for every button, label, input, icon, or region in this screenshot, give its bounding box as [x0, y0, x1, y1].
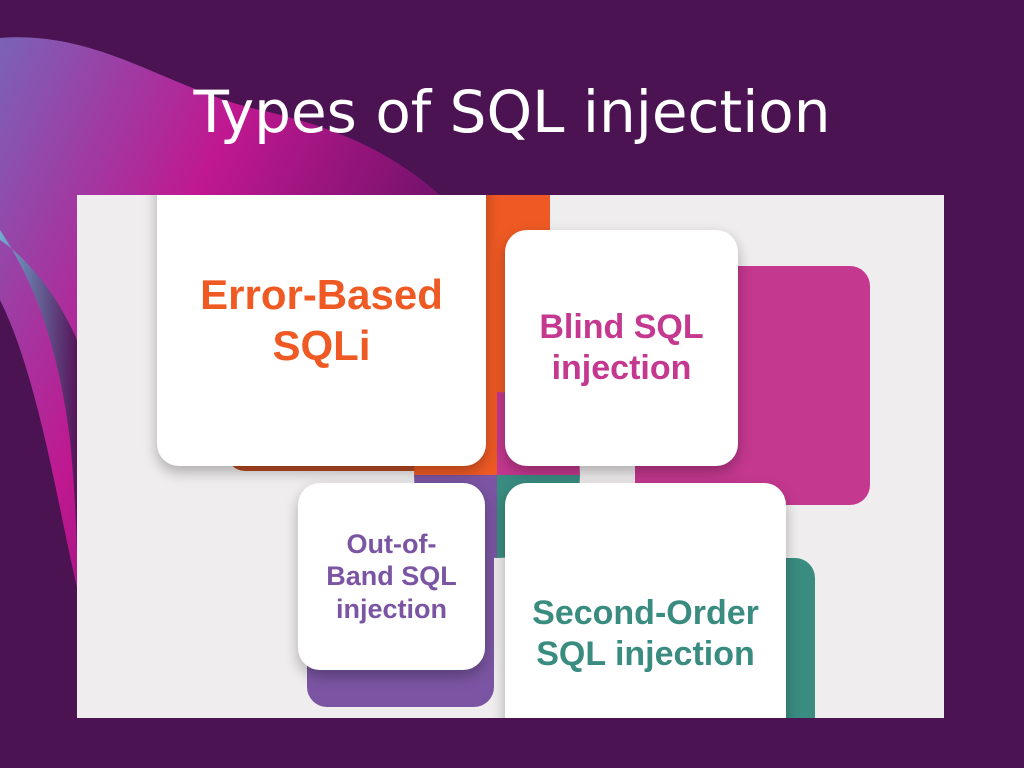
card-label: injection: [335, 593, 447, 624]
card-label: injection: [551, 349, 692, 387]
card-label: Error-Based: [200, 271, 443, 319]
card-label: Band SQL: [326, 561, 457, 592]
slide-title: Types of SQL injection: [193, 78, 831, 146]
card-label: SQLi: [272, 321, 371, 369]
card-label: Out-of-: [346, 528, 437, 559]
card-label: Second-Order: [532, 594, 759, 632]
card-label: SQL injection: [536, 634, 755, 673]
card-label: Blind SQL: [539, 308, 704, 347]
